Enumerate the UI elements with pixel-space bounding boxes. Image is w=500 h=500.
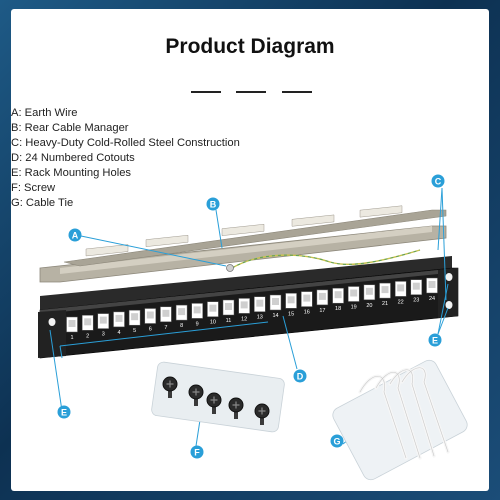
keystone-port-opening xyxy=(84,318,92,326)
keystone-port-opening xyxy=(381,286,389,294)
screw xyxy=(228,397,244,419)
port-number-6: 6 xyxy=(149,327,152,333)
port-number-7: 7 xyxy=(164,325,167,331)
callout-e-right-label: E xyxy=(432,335,438,345)
screw xyxy=(162,376,178,398)
keystone-port-opening xyxy=(350,289,358,297)
callout-a: A xyxy=(68,228,82,242)
keystone-port-opening xyxy=(209,304,217,312)
screw xyxy=(254,403,270,425)
port-number-12: 12 xyxy=(241,316,247,322)
callout-c: C xyxy=(431,174,445,188)
callout-f: F xyxy=(190,445,204,459)
rack-hole-right-bottom xyxy=(445,301,453,309)
port-number-3: 3 xyxy=(102,332,105,338)
keystone-port-opening xyxy=(99,316,107,324)
screw-icon xyxy=(151,361,285,433)
port-number-17: 17 xyxy=(319,308,325,314)
keystone-port-opening xyxy=(162,309,170,317)
port-number-16: 16 xyxy=(304,310,310,316)
callout-d: D xyxy=(293,369,307,383)
callout-d-label: D xyxy=(297,371,304,381)
port-number-4: 4 xyxy=(117,330,120,336)
port-number-10: 10 xyxy=(210,320,216,326)
callout-g-label: G xyxy=(333,436,340,446)
title-dash-3 xyxy=(282,91,312,93)
port-number-13: 13 xyxy=(257,315,263,321)
keystone-port-opening xyxy=(225,303,232,310)
keystone-port-opening xyxy=(68,320,76,327)
callout-c-label: C xyxy=(435,176,442,186)
keystone-port-opening xyxy=(256,299,264,307)
port-number-8: 8 xyxy=(180,323,183,329)
keystone-port-opening xyxy=(272,298,279,305)
keystone-port-opening xyxy=(287,296,295,304)
callout-a-label: A xyxy=(72,230,79,240)
screw xyxy=(206,392,222,414)
keystone-port-opening xyxy=(365,287,373,295)
keystone-port-opening xyxy=(428,281,436,288)
port-number-20: 20 xyxy=(366,303,372,309)
callout-e-right: E xyxy=(428,333,442,347)
port-number-2: 2 xyxy=(86,333,89,339)
keystone-port-opening xyxy=(193,306,201,314)
legend-item-a: A: Earth Wire xyxy=(11,107,78,119)
screw xyxy=(188,384,204,406)
port-number-9: 9 xyxy=(196,321,199,327)
port-number-1: 1 xyxy=(70,335,73,341)
keystone-port-opening xyxy=(303,294,311,302)
rack-hole-left xyxy=(48,318,56,326)
keystone-port-opening xyxy=(334,291,342,299)
legend-list: A: Earth Wire B: Rear Cable Manager C: H… xyxy=(11,106,240,211)
cable-tie-icon xyxy=(332,359,468,481)
callout-b: B xyxy=(206,197,220,211)
legend-item-g: G: Cable Tie xyxy=(11,197,74,209)
leader-lines xyxy=(49,187,449,447)
legend-item-d: D: 24 Numbered Cotouts xyxy=(11,152,135,164)
port-number-18: 18 xyxy=(335,306,341,312)
keystone-port-opening xyxy=(318,292,326,300)
keystone-port-opening xyxy=(397,284,405,292)
title-dash-1 xyxy=(191,91,221,93)
callout-e-left-label: E xyxy=(61,407,67,417)
keystone-port-opening xyxy=(412,282,420,290)
page-title: Product Diagram xyxy=(165,35,335,58)
port-number-22: 22 xyxy=(398,299,404,305)
rack-hole-right-top xyxy=(445,273,453,281)
keystone-port-opening xyxy=(115,314,123,322)
legend-item-e: E: Rack Mounting Holes xyxy=(11,167,132,179)
legend-item-f: F: Screw xyxy=(11,182,56,194)
port-number-24: 24 xyxy=(429,296,435,302)
port-number-5: 5 xyxy=(133,328,136,334)
port-number-23: 23 xyxy=(413,298,419,304)
port-number-labels: 1 2 3 4 5 6 7 8 9 10 11 12 13 14 15 16 1… xyxy=(70,296,435,341)
legend-item-c: C: Heavy-Duty Cold-Rolled Steel Construc… xyxy=(11,137,240,149)
port-number-21: 21 xyxy=(382,301,388,307)
earth-wire-icon xyxy=(226,249,421,272)
keystone-port-opening xyxy=(240,301,248,309)
port-number-11: 11 xyxy=(226,318,232,324)
keystone-port-opening xyxy=(131,313,139,321)
port-number-19: 19 xyxy=(351,305,357,311)
callout-b-label: B xyxy=(210,199,217,209)
keystone-port-opening xyxy=(146,311,154,319)
port-number-14: 14 xyxy=(272,313,278,319)
port-number-15: 15 xyxy=(288,311,294,317)
title-dash-2 xyxy=(236,91,266,93)
legend-item-b: B: Rear Cable Manager xyxy=(11,122,129,134)
keystone-port-opening xyxy=(178,308,186,316)
callout-g: G xyxy=(330,434,344,448)
keystone-ports xyxy=(66,277,438,333)
callout-e-left: E xyxy=(57,405,71,419)
patch-panel-front: 1 2 3 4 5 6 7 8 9 10 11 12 13 14 15 16 1… xyxy=(38,256,459,359)
callout-f-label: F xyxy=(194,447,200,457)
